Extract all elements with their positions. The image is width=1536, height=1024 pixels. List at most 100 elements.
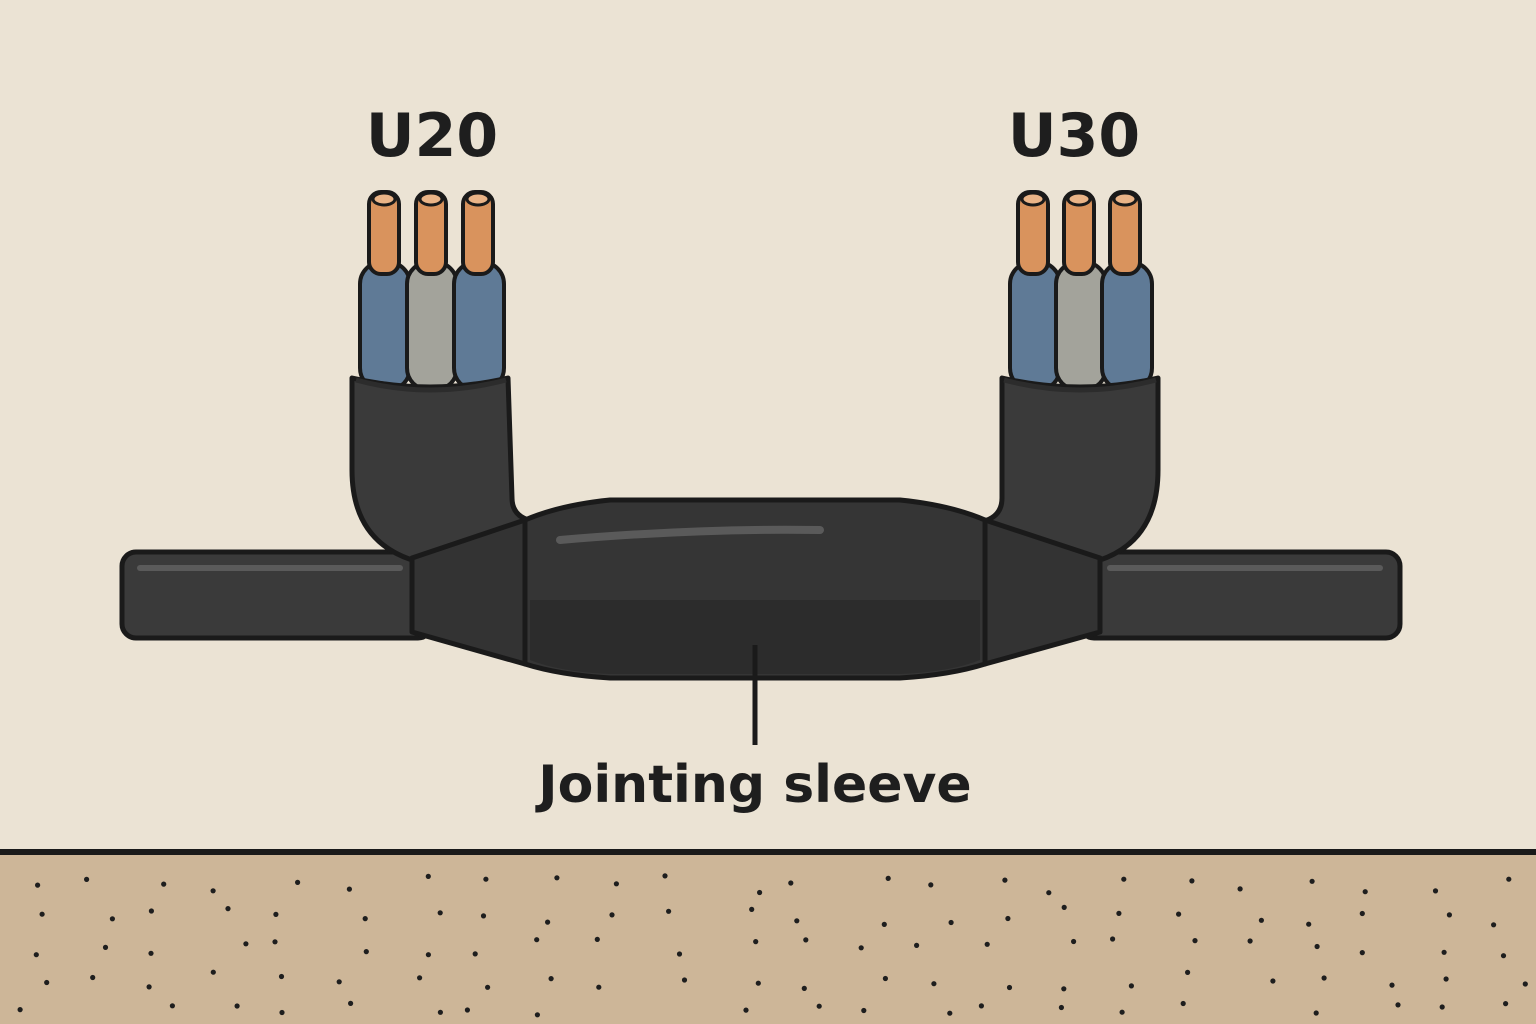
soil-dot (234, 1003, 240, 1009)
soil-dot (464, 1007, 470, 1013)
soil-dot (1061, 904, 1067, 911)
soil-dot (279, 1009, 285, 1016)
soil-dot (148, 908, 154, 914)
soil-dot (1321, 975, 1327, 981)
core-u20-1-tip (371, 191, 397, 207)
soil-dot (1395, 1002, 1401, 1008)
soil-dot (102, 944, 109, 951)
soil-dot (928, 882, 934, 888)
soil-dot (210, 969, 216, 975)
soil-dot (548, 976, 554, 982)
label-u30: U30 (1008, 101, 1140, 171)
soil-dot (594, 936, 600, 943)
soil-dot (947, 1010, 953, 1016)
soil-dot (1522, 981, 1528, 987)
elbow-u30-top-rim (1003, 377, 1157, 393)
soil-dot (472, 951, 478, 957)
soil-dot (858, 945, 864, 951)
soil-dot (1389, 982, 1395, 988)
soil-dot (90, 974, 96, 981)
soil-dot (753, 939, 759, 945)
soil-dot (161, 881, 167, 887)
ground-soil (0, 852, 1536, 1024)
cores-u30 (1008, 190, 1154, 392)
core-u20-3-tip (465, 191, 491, 207)
soil-dot (1446, 912, 1452, 918)
soil-dot (1314, 943, 1320, 950)
soil-dot (794, 918, 800, 924)
soil-dot (1061, 986, 1067, 992)
soil-dot (480, 913, 487, 919)
soil-dot (978, 1003, 985, 1009)
soil-dot (1116, 910, 1122, 917)
soil-dot (534, 1012, 541, 1018)
soil-dot (545, 919, 551, 925)
soil-dot (1006, 984, 1013, 991)
soil-dot (1443, 976, 1449, 982)
elbow-u20-top-rim (355, 377, 507, 393)
soil-dot (743, 1007, 749, 1013)
soil-dot (17, 1007, 23, 1013)
branch-u20 (349, 190, 543, 563)
soil-dot (984, 941, 990, 947)
soil-dot (485, 984, 491, 990)
soil-dot (816, 1003, 822, 1009)
soil-dot (662, 873, 668, 879)
core-u30-1-insulation (1008, 260, 1062, 392)
soil-dot (1192, 938, 1198, 944)
soil-dot (1189, 878, 1195, 884)
core-u20-1-insulation (358, 260, 412, 392)
soil-dot (1503, 1001, 1509, 1007)
soil-dot (148, 950, 154, 956)
soil-dot (109, 916, 115, 922)
soil-dot (35, 882, 41, 888)
soil-dot (676, 951, 683, 957)
soil-dot (348, 1000, 354, 1007)
soil-dot (1071, 938, 1077, 945)
soil-dot (755, 980, 761, 986)
sleeve-highlight (556, 525, 824, 544)
soil-dot (425, 873, 431, 880)
soil-dot (1359, 910, 1365, 917)
core-u30-1-tip (1020, 191, 1046, 207)
soil-dot (483, 876, 489, 882)
core-u20-3-insulation (452, 260, 506, 392)
soil-dot (1237, 886, 1243, 892)
soil-dot (1309, 878, 1315, 884)
soil-dot (749, 906, 755, 913)
soil-dot (1362, 889, 1368, 895)
soil-dot (169, 1003, 175, 1009)
soil-dot (1247, 938, 1253, 944)
cores-u20 (358, 190, 506, 392)
soil-dot (1306, 921, 1312, 927)
core-u30-2-tip (1066, 191, 1092, 207)
core-u30-3-insulation (1100, 260, 1154, 392)
soil-dot (1180, 1000, 1186, 1007)
soil-dot (210, 888, 216, 894)
soil-dot (1506, 876, 1512, 882)
main-cable (119, 549, 1403, 641)
soil-dot (613, 881, 620, 887)
soil-dot (425, 952, 431, 958)
soil-dot (1491, 922, 1497, 928)
soil-dot (295, 879, 301, 886)
soil-dot (1119, 1009, 1125, 1015)
soil-dot (1258, 917, 1264, 923)
ground (0, 849, 1536, 1024)
soil-dot (1313, 1010, 1319, 1016)
soil-dot (1185, 969, 1191, 976)
core-u30-2-insulation (1054, 260, 1108, 392)
soil-dot (801, 985, 807, 992)
ground-dots (17, 873, 1528, 1018)
soil-dot (362, 916, 368, 922)
soil-dot (914, 942, 920, 949)
soil-dot (84, 876, 90, 883)
soil-dot (1359, 950, 1365, 956)
soil-dot (1128, 983, 1134, 989)
soil-dot (757, 889, 763, 896)
soil-dot (1500, 953, 1507, 959)
main-cable-right (1077, 549, 1403, 641)
elbow-u30 (977, 375, 1161, 563)
soil-dot (885, 875, 891, 882)
